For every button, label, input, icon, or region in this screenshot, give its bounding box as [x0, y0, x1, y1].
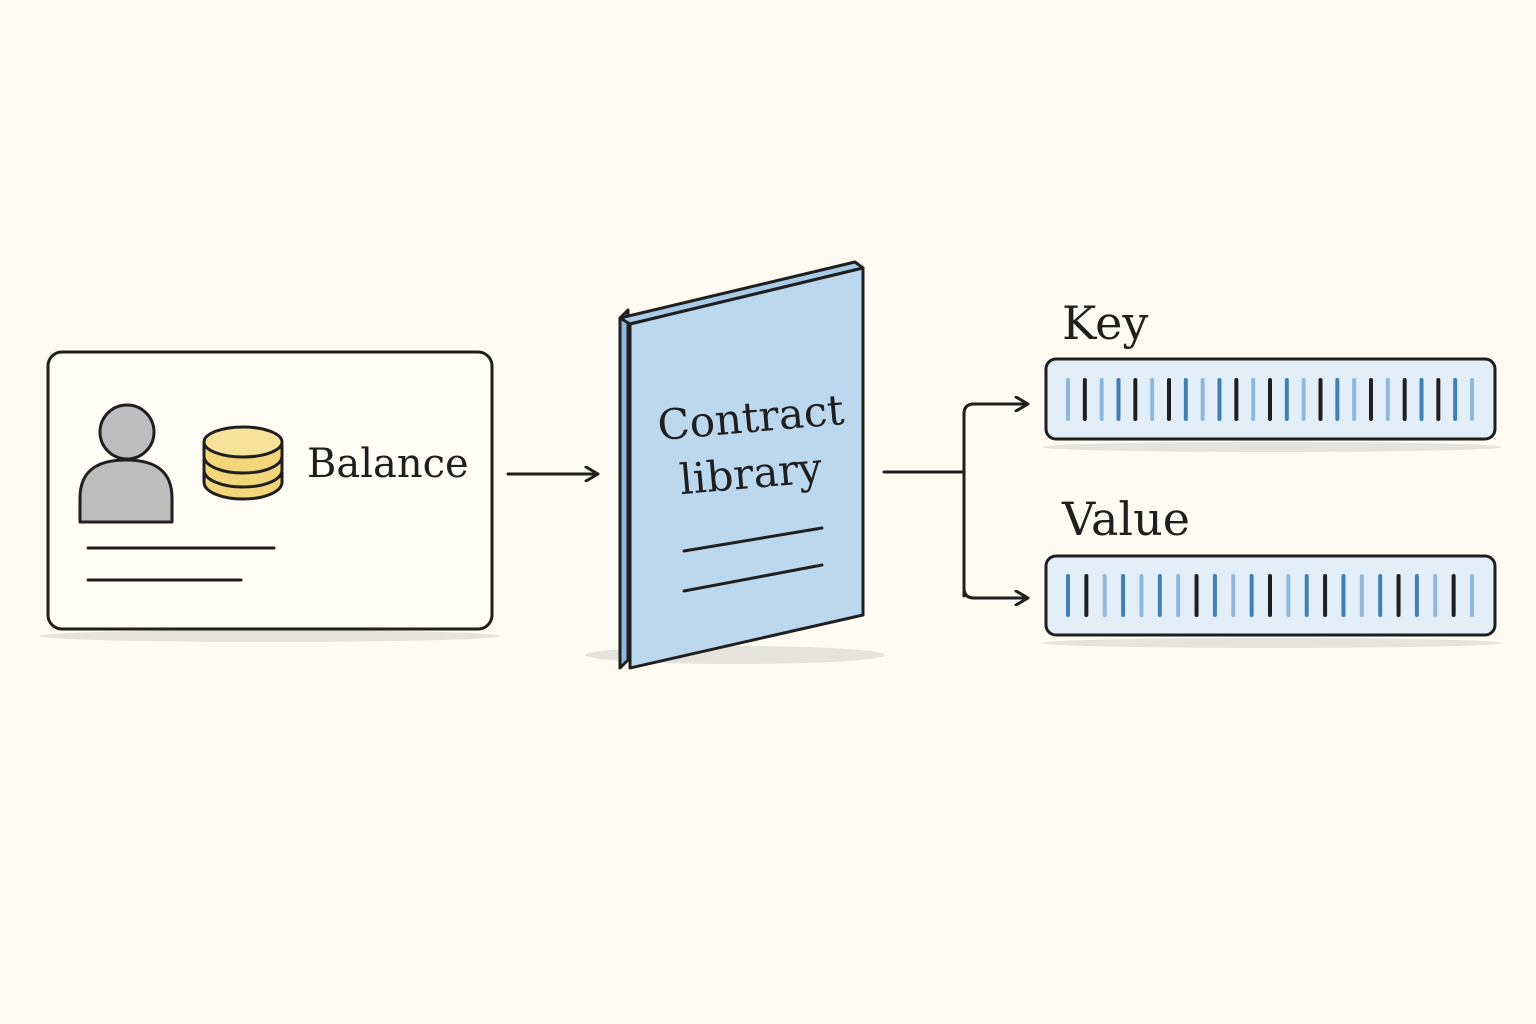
key-bar-ticks — [1066, 378, 1474, 421]
book-text-line-1 — [682, 526, 824, 553]
key-bar-shadow — [1042, 442, 1502, 452]
book-text-line-2 — [682, 563, 824, 593]
value-bar-shadow — [1042, 638, 1502, 648]
coin-stack-icon — [202, 425, 284, 501]
person-icon — [78, 403, 174, 524]
contract-library-book: Contract library — [585, 260, 885, 670]
account-card: Balance — [40, 350, 500, 642]
value-bar — [1042, 554, 1502, 648]
book-spine — [618, 308, 630, 670]
key-bar — [1042, 357, 1502, 452]
arrow-to-key — [962, 404, 1027, 598]
card-shadow — [40, 630, 500, 642]
value-bar-ticks — [1066, 574, 1474, 617]
key-label: Key — [1062, 296, 1148, 350]
balance-label: Balance — [307, 441, 469, 487]
branch-connector — [882, 404, 1027, 598]
arrow-to-value — [962, 470, 1027, 598]
value-label: Value — [1061, 492, 1190, 546]
